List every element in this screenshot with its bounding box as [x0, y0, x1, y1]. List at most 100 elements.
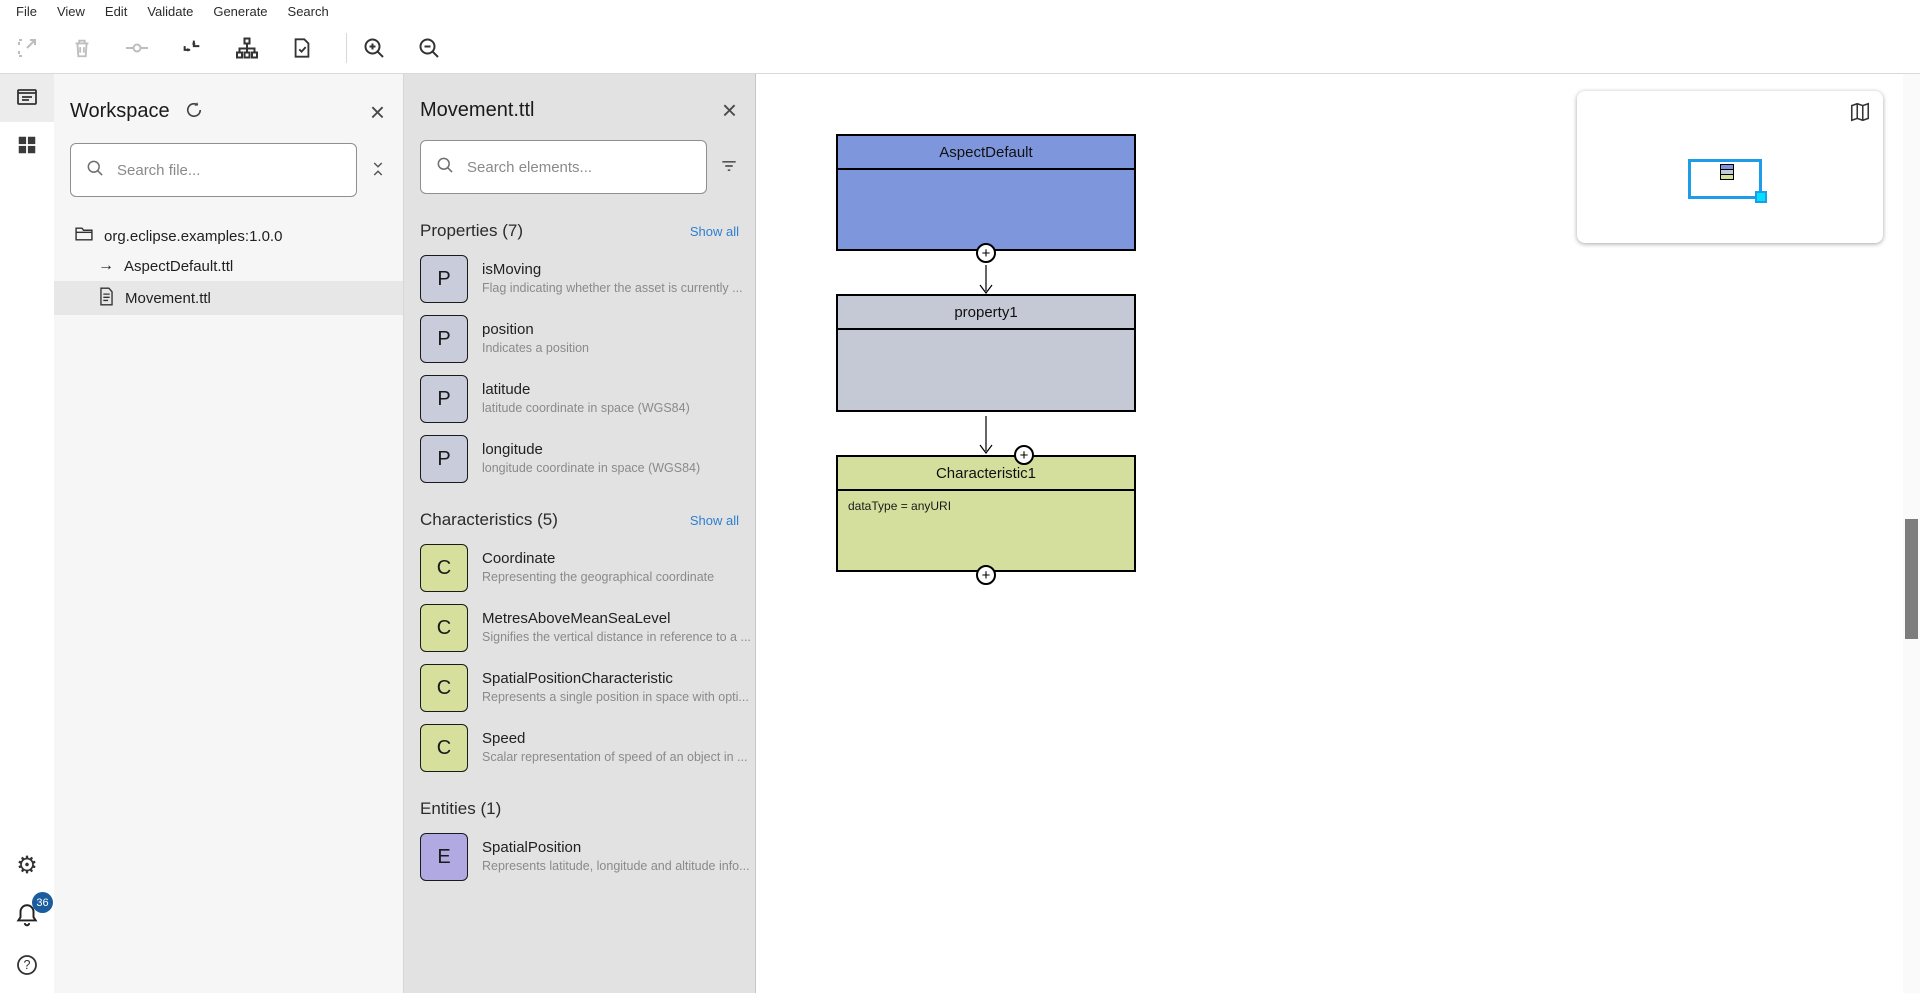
element-title: latitude [482, 381, 531, 398]
search-icon [85, 158, 105, 183]
menu-search[interactable]: Search [287, 3, 329, 19]
element-item-latitude[interactable]: P latitude latitude coordinate in space (… [420, 375, 739, 423]
connect-elements-icon [125, 36, 149, 60]
element-description: Represents latitude, longitude and altit… [482, 859, 750, 873]
node-characteristic1[interactable]: Characteristic1 dataType = anyURI [836, 455, 1136, 572]
toolbar [0, 22, 1920, 74]
file-name: AspectDefault.ttl [124, 257, 234, 275]
menu-edit[interactable]: Edit [104, 3, 128, 19]
diagram-canvas[interactable]: AspectDefault property1 Characteristic1 … [756, 74, 1903, 993]
element-description: longitude coordinate in space (WGS84) [482, 461, 701, 475]
add-icon: + [981, 244, 991, 262]
rail-workspace-files-button[interactable] [0, 74, 54, 122]
collapse-tree-button[interactable] [367, 158, 389, 183]
close-icon: × [721, 95, 737, 125]
gear-icon: ⚙ [16, 852, 38, 879]
element-title: MetresAboveMeanSeaLevel [482, 610, 671, 627]
scrollbar-thumb[interactable] [1905, 519, 1918, 639]
svg-text:?: ? [24, 958, 31, 972]
menu-file[interactable]: File [16, 3, 37, 19]
close-workspace-button[interactable]: × [368, 96, 387, 127]
characteristic-badge-icon: C [420, 724, 468, 772]
help-icon: ? [15, 953, 39, 980]
help-button[interactable]: ? [10, 949, 44, 983]
elements-searchbox [420, 140, 707, 194]
show-all-properties-link[interactable]: Show all [689, 224, 739, 239]
element-description: Signifies the vertical distance in refer… [482, 630, 751, 644]
zoom-out-button[interactable] [416, 35, 442, 61]
hierarchy-layout-button[interactable] [234, 35, 260, 61]
close-icon: × [369, 96, 385, 127]
add-child-characteristic-button[interactable]: + [976, 565, 996, 585]
tree-file-aspectdefault[interactable]: → AspectDefault.ttl [54, 251, 403, 281]
workspace-header: Workspace × [54, 74, 403, 125]
minimap-toggle-button[interactable] [1849, 101, 1871, 126]
add-child-aspect-button[interactable]: + [976, 243, 996, 263]
notifications-button[interactable]: 36 [10, 892, 53, 933]
element-title: longitude [482, 441, 543, 458]
node-title: property1 [838, 296, 1134, 330]
section-label: Characteristics (5) [420, 510, 558, 529]
hierarchy-layout-icon [235, 36, 259, 60]
search-file-input[interactable] [117, 161, 342, 179]
element-description: Indicates a position [482, 341, 590, 355]
search-elements-input[interactable] [467, 158, 692, 176]
show-all-characteristics-link[interactable]: Show all [689, 513, 739, 528]
menu-validate[interactable]: Validate [147, 3, 194, 19]
connect-elements-button[interactable] [124, 35, 150, 61]
filter-icon [719, 156, 739, 179]
elements-search-row [404, 122, 755, 194]
auto-format-button[interactable] [179, 35, 205, 61]
minimap-resize-handle[interactable] [1755, 191, 1767, 203]
menu-view[interactable]: View [56, 3, 85, 19]
tree-folder-row[interactable]: org.eclipse.examples:1.0.0 [54, 221, 403, 251]
trash-icon [71, 37, 93, 59]
elements-panel-title: Movement.ttl [420, 98, 535, 121]
add-child-property-button[interactable]: + [1014, 445, 1034, 465]
section-characteristics-header: Characteristics (5) Show all [420, 510, 739, 530]
node-property1[interactable]: property1 [836, 294, 1136, 412]
elements-panel: Movement.ttl × Properties (7) Show all [404, 74, 756, 993]
tree-file-movement[interactable]: Movement.ttl [54, 281, 403, 315]
zoom-in-button[interactable] [361, 35, 387, 61]
refresh-workspace-button[interactable] [182, 98, 206, 125]
element-title: SpatialPosition [482, 839, 582, 856]
node-aspectdefault[interactable]: AspectDefault [836, 134, 1136, 251]
element-title: position [482, 321, 534, 338]
element-description: Scalar representation of speed of an obj… [482, 750, 748, 764]
map-icon [1849, 102, 1871, 126]
element-description: Representing the geographical coordinate [482, 570, 715, 584]
section-label: Entities (1) [420, 799, 502, 818]
toolbar-separator [346, 32, 347, 63]
fit-to-screen-button[interactable] [14, 35, 40, 61]
element-description: latitude coordinate in space (WGS84) [482, 401, 690, 415]
property-badge-icon: P [420, 255, 468, 303]
settings-button[interactable]: ⚙ [10, 849, 44, 883]
main-area: ⚙ 36 ? Workspace × [0, 74, 1920, 993]
property-badge-icon: P [420, 375, 468, 423]
zoom-out-icon [417, 36, 441, 60]
rail-elements-grid-button[interactable] [0, 122, 54, 170]
menu-generate[interactable]: Generate [213, 3, 268, 19]
section-label: Properties (7) [420, 221, 523, 240]
filter-elements-button[interactable] [717, 154, 741, 181]
section-entities-header: Entities (1) [420, 799, 739, 819]
element-description: Represents a single position in space wi… [482, 690, 749, 704]
delete-button[interactable] [69, 35, 95, 61]
minimap-viewport[interactable] [1688, 159, 1762, 199]
characteristic-badge-icon: C [420, 664, 468, 712]
vertical-scrollbar[interactable] [1903, 74, 1920, 993]
search-icon [435, 155, 455, 180]
close-elements-button[interactable]: × [720, 95, 739, 125]
characteristic-badge-icon: C [420, 604, 468, 652]
validate-file-button[interactable] [289, 35, 315, 61]
workspace-search-row [54, 125, 403, 197]
